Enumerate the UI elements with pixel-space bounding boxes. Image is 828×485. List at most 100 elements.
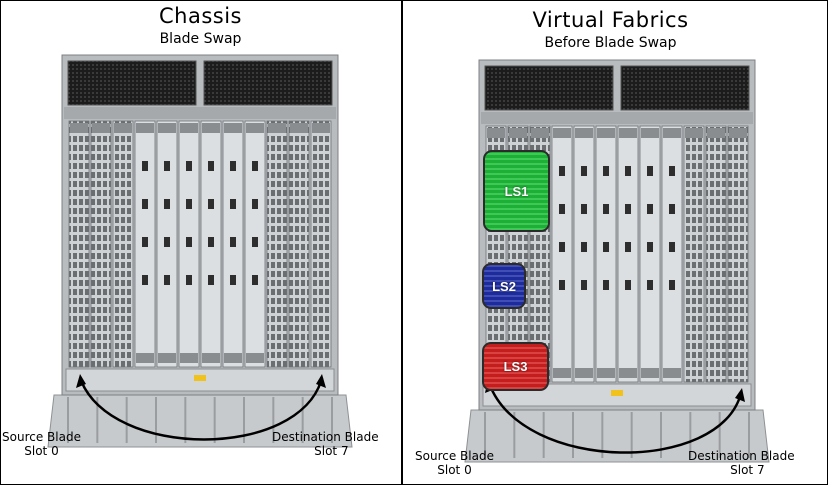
blade-handle: [575, 368, 593, 378]
arrow-head-right: [735, 388, 745, 402]
port-blade: [727, 125, 749, 383]
blade-latch: [553, 128, 571, 138]
blade-led: [164, 161, 170, 171]
blade-latch: [158, 123, 176, 133]
right-dest-label-line1: Destination Blade: [688, 449, 795, 463]
blade-led: [164, 237, 170, 247]
port-blade: [90, 120, 112, 368]
control-blade: [639, 125, 661, 383]
blade-led: [603, 280, 609, 290]
blade-handle: [619, 368, 637, 378]
blade-led: [647, 242, 653, 252]
port-blade: [112, 120, 134, 368]
top-vent-left: [484, 65, 614, 111]
blade-led: [581, 166, 587, 176]
status-led: [611, 390, 623, 396]
blade-led: [625, 242, 631, 252]
ls3-label: LS3: [503, 359, 528, 374]
blade-latch: [685, 128, 703, 138]
blade-handle: [202, 353, 220, 363]
ls1-box: LS1: [483, 150, 550, 232]
arrow-head-right: [316, 374, 326, 388]
blade-latch: [531, 128, 549, 138]
blade-latch: [180, 123, 198, 133]
blade-handle: [663, 368, 681, 378]
blade-led: [581, 280, 587, 290]
blade-led: [208, 199, 214, 209]
blade-led: [559, 204, 565, 214]
port-blade: [68, 120, 90, 368]
blade-led: [230, 199, 236, 209]
ls3-box: LS3: [482, 342, 549, 391]
blade-led: [581, 242, 587, 252]
blade-latch: [641, 128, 659, 138]
right-destination-blade-label: Destination Blade Slot 7: [688, 449, 795, 477]
vent-rail: [481, 112, 753, 124]
blade-led: [625, 280, 631, 290]
blade-led: [252, 275, 258, 285]
blade-led: [230, 237, 236, 247]
control-blade: [617, 125, 639, 383]
blade-handle: [641, 368, 659, 378]
blade-led: [252, 161, 258, 171]
blade-handle: [136, 353, 154, 363]
swap-arrow: [487, 382, 743, 454]
blade-latch: [707, 128, 725, 138]
left-panel: Chassis Blade Swap Source Blade Slot 0 D…: [0, 0, 401, 485]
blade-led: [559, 166, 565, 176]
blade-led: [669, 280, 675, 290]
top-vent-right: [620, 65, 750, 111]
blade-led: [669, 166, 675, 176]
blade-led: [647, 166, 653, 176]
blade-led: [252, 199, 258, 209]
ls1-label: LS1: [504, 183, 529, 199]
blade-latch: [487, 128, 505, 138]
panel-divider: [401, 0, 403, 485]
right-source-label-line2: Slot 0: [437, 463, 472, 477]
swap-arrow: [78, 377, 324, 441]
right-panel: Virtual Fabrics Before Blade Swap LS1 LS…: [403, 0, 828, 485]
blade-latch: [575, 128, 593, 138]
left-dest-label-line2: Slot 7: [314, 444, 349, 458]
blade-handle: [246, 353, 264, 363]
blade-led: [647, 204, 653, 214]
blade-latch: [224, 123, 242, 133]
port-blade: [288, 120, 310, 368]
blade-led: [669, 204, 675, 214]
control-blade: [551, 125, 573, 383]
arrow-head-left: [76, 374, 86, 388]
blade-latch: [92, 123, 110, 133]
blade-led: [142, 199, 148, 209]
left-source-label-line2: Slot 0: [24, 444, 59, 458]
blade-led: [669, 242, 675, 252]
right-dest-label-line2: Slot 7: [730, 463, 765, 477]
control-blade: [573, 125, 595, 383]
blade-led: [230, 161, 236, 171]
port-blade: [310, 120, 332, 368]
blade-led: [186, 275, 192, 285]
blade-led: [603, 242, 609, 252]
blade-latch: [663, 128, 681, 138]
left-dest-label-line1: Destination Blade: [272, 430, 379, 444]
port-blade: [683, 125, 705, 383]
chassis-image-right: [464, 59, 770, 463]
blade-handle: [597, 368, 615, 378]
blade-latch: [290, 123, 308, 133]
blade-latch: [202, 123, 220, 133]
blade-latch: [136, 123, 154, 133]
blade-led: [142, 161, 148, 171]
blade-led: [208, 237, 214, 247]
blade-led: [559, 280, 565, 290]
blade-led: [186, 161, 192, 171]
blade-led: [164, 199, 170, 209]
blade-led: [142, 275, 148, 285]
blade-led: [208, 275, 214, 285]
right-panel-subtitle: Before Blade Swap: [544, 35, 677, 51]
blade-latch: [312, 123, 330, 133]
blade-led: [647, 280, 653, 290]
control-blade: [595, 125, 617, 383]
blade-led: [559, 242, 565, 252]
blade-latch: [246, 123, 264, 133]
ls2-label: LS2: [492, 278, 516, 294]
vent-rail: [64, 107, 336, 119]
